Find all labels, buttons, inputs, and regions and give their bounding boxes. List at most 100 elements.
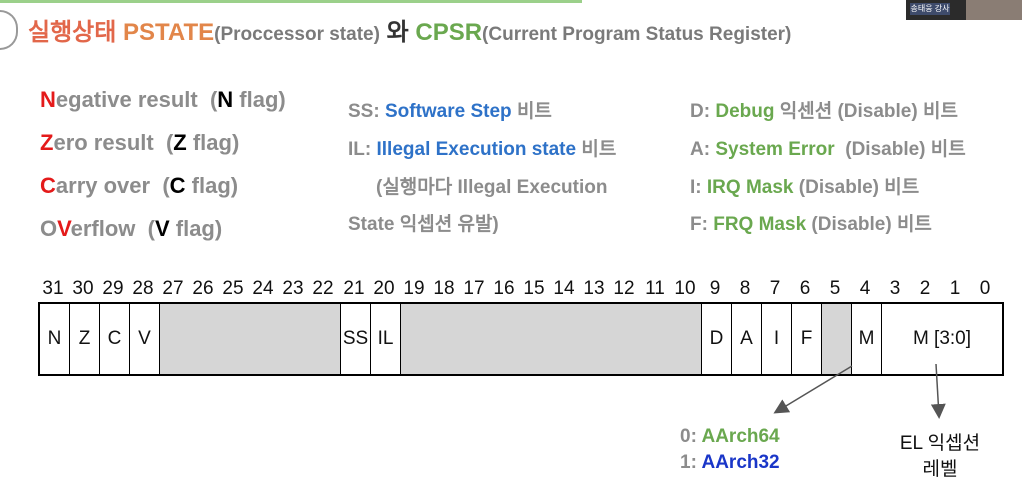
flag-zero: Zero result (Z flag) [40,130,239,156]
paren: ( [165,130,174,155]
bit-number: 4 [859,278,871,299]
el-note-line1: EL 익셉션 [899,433,981,454]
il-suffix: 비트 [581,139,617,160]
il-note-line1: (실행마다 Illegal Execution [376,177,608,198]
flag-negative: Negative result (N flag) [40,87,286,113]
bit-number: 22 [312,278,334,299]
top-accent-line [0,0,582,3]
bit-number: 15 [523,278,545,299]
cell-c: C [100,304,130,374]
flag-initial: V [57,216,71,241]
bit-number: 16 [493,278,515,299]
il-prefix: IL: [348,139,372,160]
ss-description: SS: Software Step 비트 [348,96,552,123]
flag-suffix: flag) [233,87,286,112]
bit-number: 10 [674,278,696,299]
reserved-field-5 [822,304,852,374]
a-description: A: System Error (Disable) 비트 [690,134,966,161]
cell-v: V [130,304,160,374]
flag-pre: O [40,216,58,241]
title-pstate-paren: (Proccessor state) [214,24,380,45]
bit-number: 18 [433,278,455,299]
cell-il: IL [371,304,401,374]
title-wa: 와 [386,19,409,46]
flag-overflow: OVerflow (V flag) [40,216,222,242]
i-prefix: I: [690,177,702,198]
aarch64-legend: 0: AArch64 [680,426,780,448]
bit-number: 11 [645,278,665,299]
cell-m-3-0: M [3:0] [912,328,972,349]
f-name: FRQ Mask [713,214,807,235]
flag-text: egative result [55,87,198,112]
flag-suffix: flag) [185,173,239,198]
aarch32-legend: 1: AArch32 [680,452,780,474]
bit-number: 0 [979,278,991,299]
flag-letter: Z [173,130,187,155]
cell-m4: M [852,304,882,374]
flag-carry: Carry over (C flag) [40,173,238,199]
bit-number: 25 [222,278,244,299]
a-prefix: A: [690,139,711,160]
ss-prefix: SS: [348,101,380,122]
bit-number: 20 [373,278,395,299]
bit-number: 3 [889,278,901,299]
cell-d: D [702,304,732,374]
flag-letter: C [169,173,186,198]
paren: ( [147,216,155,241]
flag-text: ero result [53,130,154,155]
legend-label: AArch32 [701,452,780,473]
cell-ss: SS [341,304,371,374]
flag-suffix: flag) [169,216,223,241]
bit-number: 27 [162,278,184,299]
i-name: IRQ Mask [706,177,794,198]
cell-f: F [792,304,822,374]
title-korean: 실행상태 [28,19,117,46]
f-description: F: FRQ Mask (Disable) 비트 [690,209,932,236]
bit-number: 12 [613,278,635,299]
bit-number: 26 [192,278,214,299]
bit-number: 8 [739,278,751,299]
legend-value: 0: [680,426,697,447]
bit-number: 31 [42,278,64,299]
il-note-line2: State 익셉션 유발) [348,214,499,235]
paren: ( [209,87,218,112]
bit-number: 1 [949,278,961,299]
il-description: IL: Illegal Execution state 비트 [348,134,616,161]
cell-i: I [762,304,792,374]
title-pstate: PSTATE [123,19,215,46]
cell-n: N [40,304,70,374]
flag-initial: Z [40,130,54,155]
a-suffix: (Disable) 비트 [845,139,966,160]
el-note-line2: 레벨 [922,459,958,480]
cell-a: A [732,304,762,374]
flag-suffix: flag) [186,130,240,155]
bit-number: 9 [709,278,721,299]
bit-number: 17 [463,278,485,299]
bit-number: 19 [403,278,425,299]
cpsr-register-diagram: N Z C V SS IL D A I F M M [3:0] [38,302,1004,376]
bit-number: 21 [343,278,365,299]
bit-number: 24 [252,278,274,299]
legend-label: AArch64 [701,426,780,447]
bit-number: 14 [553,278,575,299]
title-cpsr-paren: (Current Program Status Register) [482,24,792,45]
d-description: D: Debug 익센션 (Disable) 비트 [690,96,958,123]
paren: ( [162,173,170,198]
title-cpsr: CPSR [415,19,483,46]
presenter-name-tag: 송태웅 강사 [910,3,950,15]
slide-title: 실행상태 PSTATE(Proccessor state) 와 CPSR(Cur… [28,12,791,47]
flag-letter: N [217,87,234,112]
flag-initial: N [40,87,56,112]
flag-text: erflow [70,216,136,241]
i-suffix: (Disable) 비트 [798,177,920,198]
bit-number: 23 [282,278,304,299]
bit-number: 6 [799,278,811,299]
bit-number: 30 [72,278,94,299]
f-prefix: F: [690,214,708,235]
cell-z: Z [70,304,100,374]
bit-number: 7 [769,278,781,299]
d-suffix: 익센션 (Disable) 비트 [779,101,958,122]
flag-letter: V [154,216,170,241]
flag-text: arry over [55,173,151,198]
